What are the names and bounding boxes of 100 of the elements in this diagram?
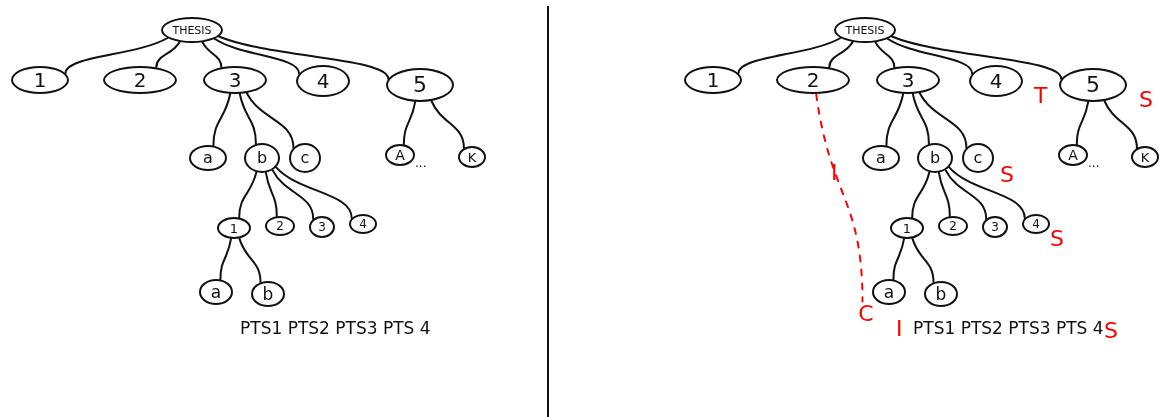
- connector-line: [402, 100, 417, 146]
- connector-line: [885, 92, 905, 147]
- connector-line: [892, 237, 905, 281]
- node-label: THESIS: [172, 24, 212, 36]
- tree-node: [982, 216, 1008, 238]
- connector-line: [1075, 100, 1090, 146]
- ellipsis: ...: [415, 157, 427, 169]
- tree-node: [1058, 144, 1088, 166]
- node-label: a: [876, 150, 886, 166]
- node-label: K: [467, 150, 477, 164]
- node-label: a: [210, 283, 222, 301]
- node-label: 2: [949, 220, 957, 232]
- tree-node: [834, 17, 896, 43]
- connector-line: [245, 92, 295, 149]
- connector-line: [238, 171, 258, 219]
- connector-line: [944, 169, 988, 220]
- tree-node: [684, 66, 742, 94]
- node-label: A: [395, 148, 405, 162]
- tree-node: [251, 281, 285, 307]
- node-label: 2: [276, 220, 284, 232]
- node-label: 3: [991, 221, 999, 233]
- connector-line: [155, 40, 181, 69]
- tree-node: [217, 217, 251, 239]
- tree-node: [309, 216, 335, 238]
- connector-line: [219, 237, 232, 281]
- connector-line: [737, 37, 842, 75]
- tree-node: [924, 281, 958, 307]
- connector-line: [430, 100, 465, 149]
- node-label: 3: [318, 221, 326, 233]
- tree-node: [458, 146, 486, 168]
- connector-line: [911, 92, 930, 145]
- tree-node: [890, 217, 924, 239]
- node-label: 4: [1032, 218, 1040, 230]
- tree-node: [1131, 146, 1159, 168]
- handwritten-note: C: [854, 301, 878, 327]
- node-label: 4: [316, 71, 330, 91]
- node-label: b: [929, 150, 941, 166]
- node-label: 5: [1086, 74, 1100, 96]
- tree-node: [199, 279, 233, 305]
- connector-line: [911, 171, 931, 219]
- tree-node: [189, 145, 227, 171]
- tree-node: [917, 143, 953, 173]
- parts-list: PTS1 PTS2 PTS3 PTS 4: [240, 320, 431, 337]
- node-label: 4: [359, 218, 367, 230]
- tree-node: [349, 214, 377, 234]
- parts-list: PTS1 PTS2 PTS3 PTS 4: [913, 320, 1104, 337]
- tree-node: [289, 143, 321, 173]
- tree-node: [386, 68, 454, 102]
- annotation-mark: T: [1034, 85, 1048, 107]
- connector-line: [212, 92, 232, 147]
- connector-line: [874, 41, 896, 69]
- annotation-mark: S: [1104, 320, 1118, 342]
- annotation-mark: S: [1139, 89, 1153, 111]
- node-label: 1: [706, 70, 720, 90]
- node-label: 3: [901, 70, 915, 90]
- node-label: THESIS: [845, 24, 885, 36]
- connector-line: [948, 166, 1026, 220]
- ellipsis: ...: [1088, 157, 1100, 169]
- node-label: 3: [228, 70, 242, 90]
- node-label: c: [300, 150, 310, 166]
- connector-line: [890, 35, 1063, 80]
- tree-node: [11, 66, 69, 94]
- tree-node: [876, 66, 940, 94]
- node-label: 1: [229, 221, 239, 235]
- node-label: a: [883, 283, 895, 301]
- connector-line: [238, 237, 262, 284]
- dashed-connector: [815, 92, 864, 303]
- connector-line: [264, 171, 278, 218]
- node-label: 2: [133, 70, 147, 90]
- connector-line: [238, 92, 257, 145]
- node-label: A: [1068, 148, 1078, 162]
- tree-node: [203, 66, 267, 94]
- tree-node: [872, 279, 906, 305]
- annotation-mark: I: [896, 318, 903, 340]
- tree-node: [103, 66, 177, 94]
- connector-line: [64, 37, 169, 75]
- connector-line: [217, 35, 390, 80]
- node-label: b: [256, 150, 268, 166]
- connector-line: [213, 37, 301, 75]
- annotation-mark: S: [1050, 228, 1064, 250]
- connector-line: [918, 92, 968, 149]
- node-label: b: [935, 285, 947, 303]
- tree-node: [776, 66, 850, 94]
- node-label: 1: [33, 70, 47, 90]
- connector-line: [937, 171, 951, 218]
- node-label: a: [203, 150, 213, 166]
- tree-node: [296, 65, 350, 97]
- connector-line: [275, 166, 353, 220]
- connector-line: [271, 169, 315, 220]
- annotation-mark: I: [831, 162, 838, 184]
- annotation-mark: S: [1000, 164, 1014, 186]
- tree-node: [385, 144, 415, 166]
- connector-line: [828, 40, 854, 69]
- tree-node: [265, 216, 295, 236]
- node-label: 2: [806, 70, 820, 90]
- connector-line: [201, 41, 223, 69]
- node-label: 4: [989, 71, 1003, 91]
- node-label: c: [973, 150, 983, 166]
- node-label: 1: [902, 221, 912, 235]
- node-label: K: [1140, 150, 1150, 164]
